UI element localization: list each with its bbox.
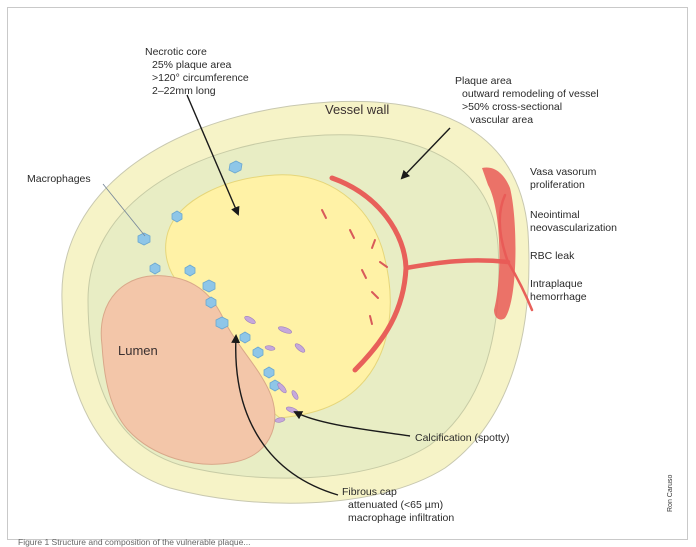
vasa-vasorum-line-2: proliferation	[530, 179, 585, 191]
plaque-area-title: Plaque area	[455, 75, 512, 87]
vessel-wall-label: Vessel wall	[325, 102, 389, 117]
illustrator-credit: Ron Caruso	[667, 475, 674, 512]
neointimal-line-2: neovascularization	[530, 222, 617, 234]
calcification-label: Calcification (spotty)	[415, 432, 510, 444]
intraplaque-line-2: hemorrhage	[530, 291, 587, 303]
fibrous-cap-line-1: attenuated (<65 µm)	[348, 499, 443, 511]
necrotic-core-line-1: 25% plaque area	[152, 59, 232, 71]
macrophages-label: Macrophages	[27, 173, 91, 185]
fibrous-cap-line-2: macrophage infiltration	[348, 512, 454, 524]
necrotic-core-label: Necrotic core 25% plaque area >120° circ…	[145, 46, 249, 97]
rbc-leak-label: RBC leak	[530, 250, 575, 262]
right-labels: Vasa vasorum proliferation Neointimal ne…	[530, 166, 617, 303]
fibrous-cap-title: Fibrous cap	[342, 486, 397, 498]
plaque-area-label: Plaque area outward remodeling of vessel…	[455, 75, 599, 126]
plaque-area-line-2: >50% cross-sectional	[462, 101, 562, 113]
figure-caption-fragment: Figure 1 Structure and composition of th…	[18, 537, 250, 547]
fibrous-cap-label: Fibrous cap attenuated (<65 µm) macropha…	[342, 486, 454, 524]
vasa-vasorum-line-1: Vasa vasorum	[530, 166, 597, 178]
necrotic-core-line-3: 2–22mm long	[152, 85, 216, 97]
plaque-area-line-1: outward remodeling of vessel	[462, 88, 599, 100]
lumen-label: Lumen	[118, 343, 158, 358]
neointimal-line-1: Neointimal	[530, 209, 580, 221]
necrotic-core-line-2: >120° circumference	[152, 72, 249, 84]
necrotic-core-title: Necrotic core	[145, 46, 207, 58]
intraplaque-line-1: Intraplaque	[530, 278, 583, 290]
plaque-area-line-3: vascular area	[470, 114, 533, 126]
